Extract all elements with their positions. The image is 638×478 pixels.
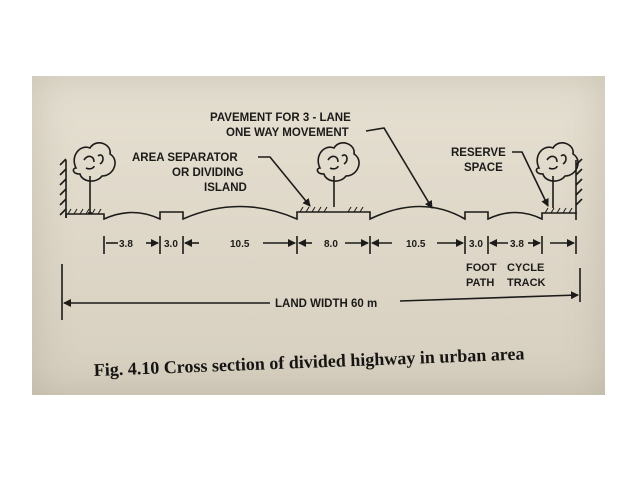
separator-label-line3: ISLAND [204,182,247,194]
dimension-row [103,236,577,254]
photo-background [32,76,605,395]
left-boundary-wall [59,158,67,218]
figure-caption: Fig. 4.10 Cross section of divided highw… [93,343,524,380]
land-width-label: LAND WIDTH 60 m [275,298,377,310]
dimension-label: 3.0 [164,239,178,250]
dimension-label: 3.8 [510,239,524,250]
foot-path-label-line2: PATH [466,277,494,289]
pavement-label-line2: ONE WAY MOVEMENT [226,127,349,139]
dimension-label: 10.5 [406,239,426,250]
tree-icon [535,142,579,208]
foot-path-label-line1: FOOT [466,262,497,274]
reserve-label-line1: RESERVE [451,147,506,159]
reserve-label-line2: SPACE [464,162,503,174]
separator-leader-arrow [258,156,311,207]
dimension-label: 8.0 [324,239,338,250]
dimension-label: 3.8 [119,239,133,250]
cycle-track-label-line1: CYCLE [507,262,544,274]
tree-icon [316,142,360,207]
tree-icon [72,142,116,214]
pavement-leader-arrow [365,127,433,209]
land-width-dimension [61,264,581,320]
separator-label-line2: OR DIVIDING [172,167,244,179]
pavement-label-line1: PAVEMENT FOR 3 - LANE [210,112,351,124]
reserve-leader-arrow [512,151,549,207]
separator-label-line1: AREA SEPARATOR [132,152,238,164]
cycle-track-label-line2: TRACK [507,277,546,289]
dimension-label: 10.5 [230,239,250,250]
median-hatching [67,206,573,215]
dimension-label: 3.0 [469,239,483,250]
road-profile-line [65,205,577,221]
